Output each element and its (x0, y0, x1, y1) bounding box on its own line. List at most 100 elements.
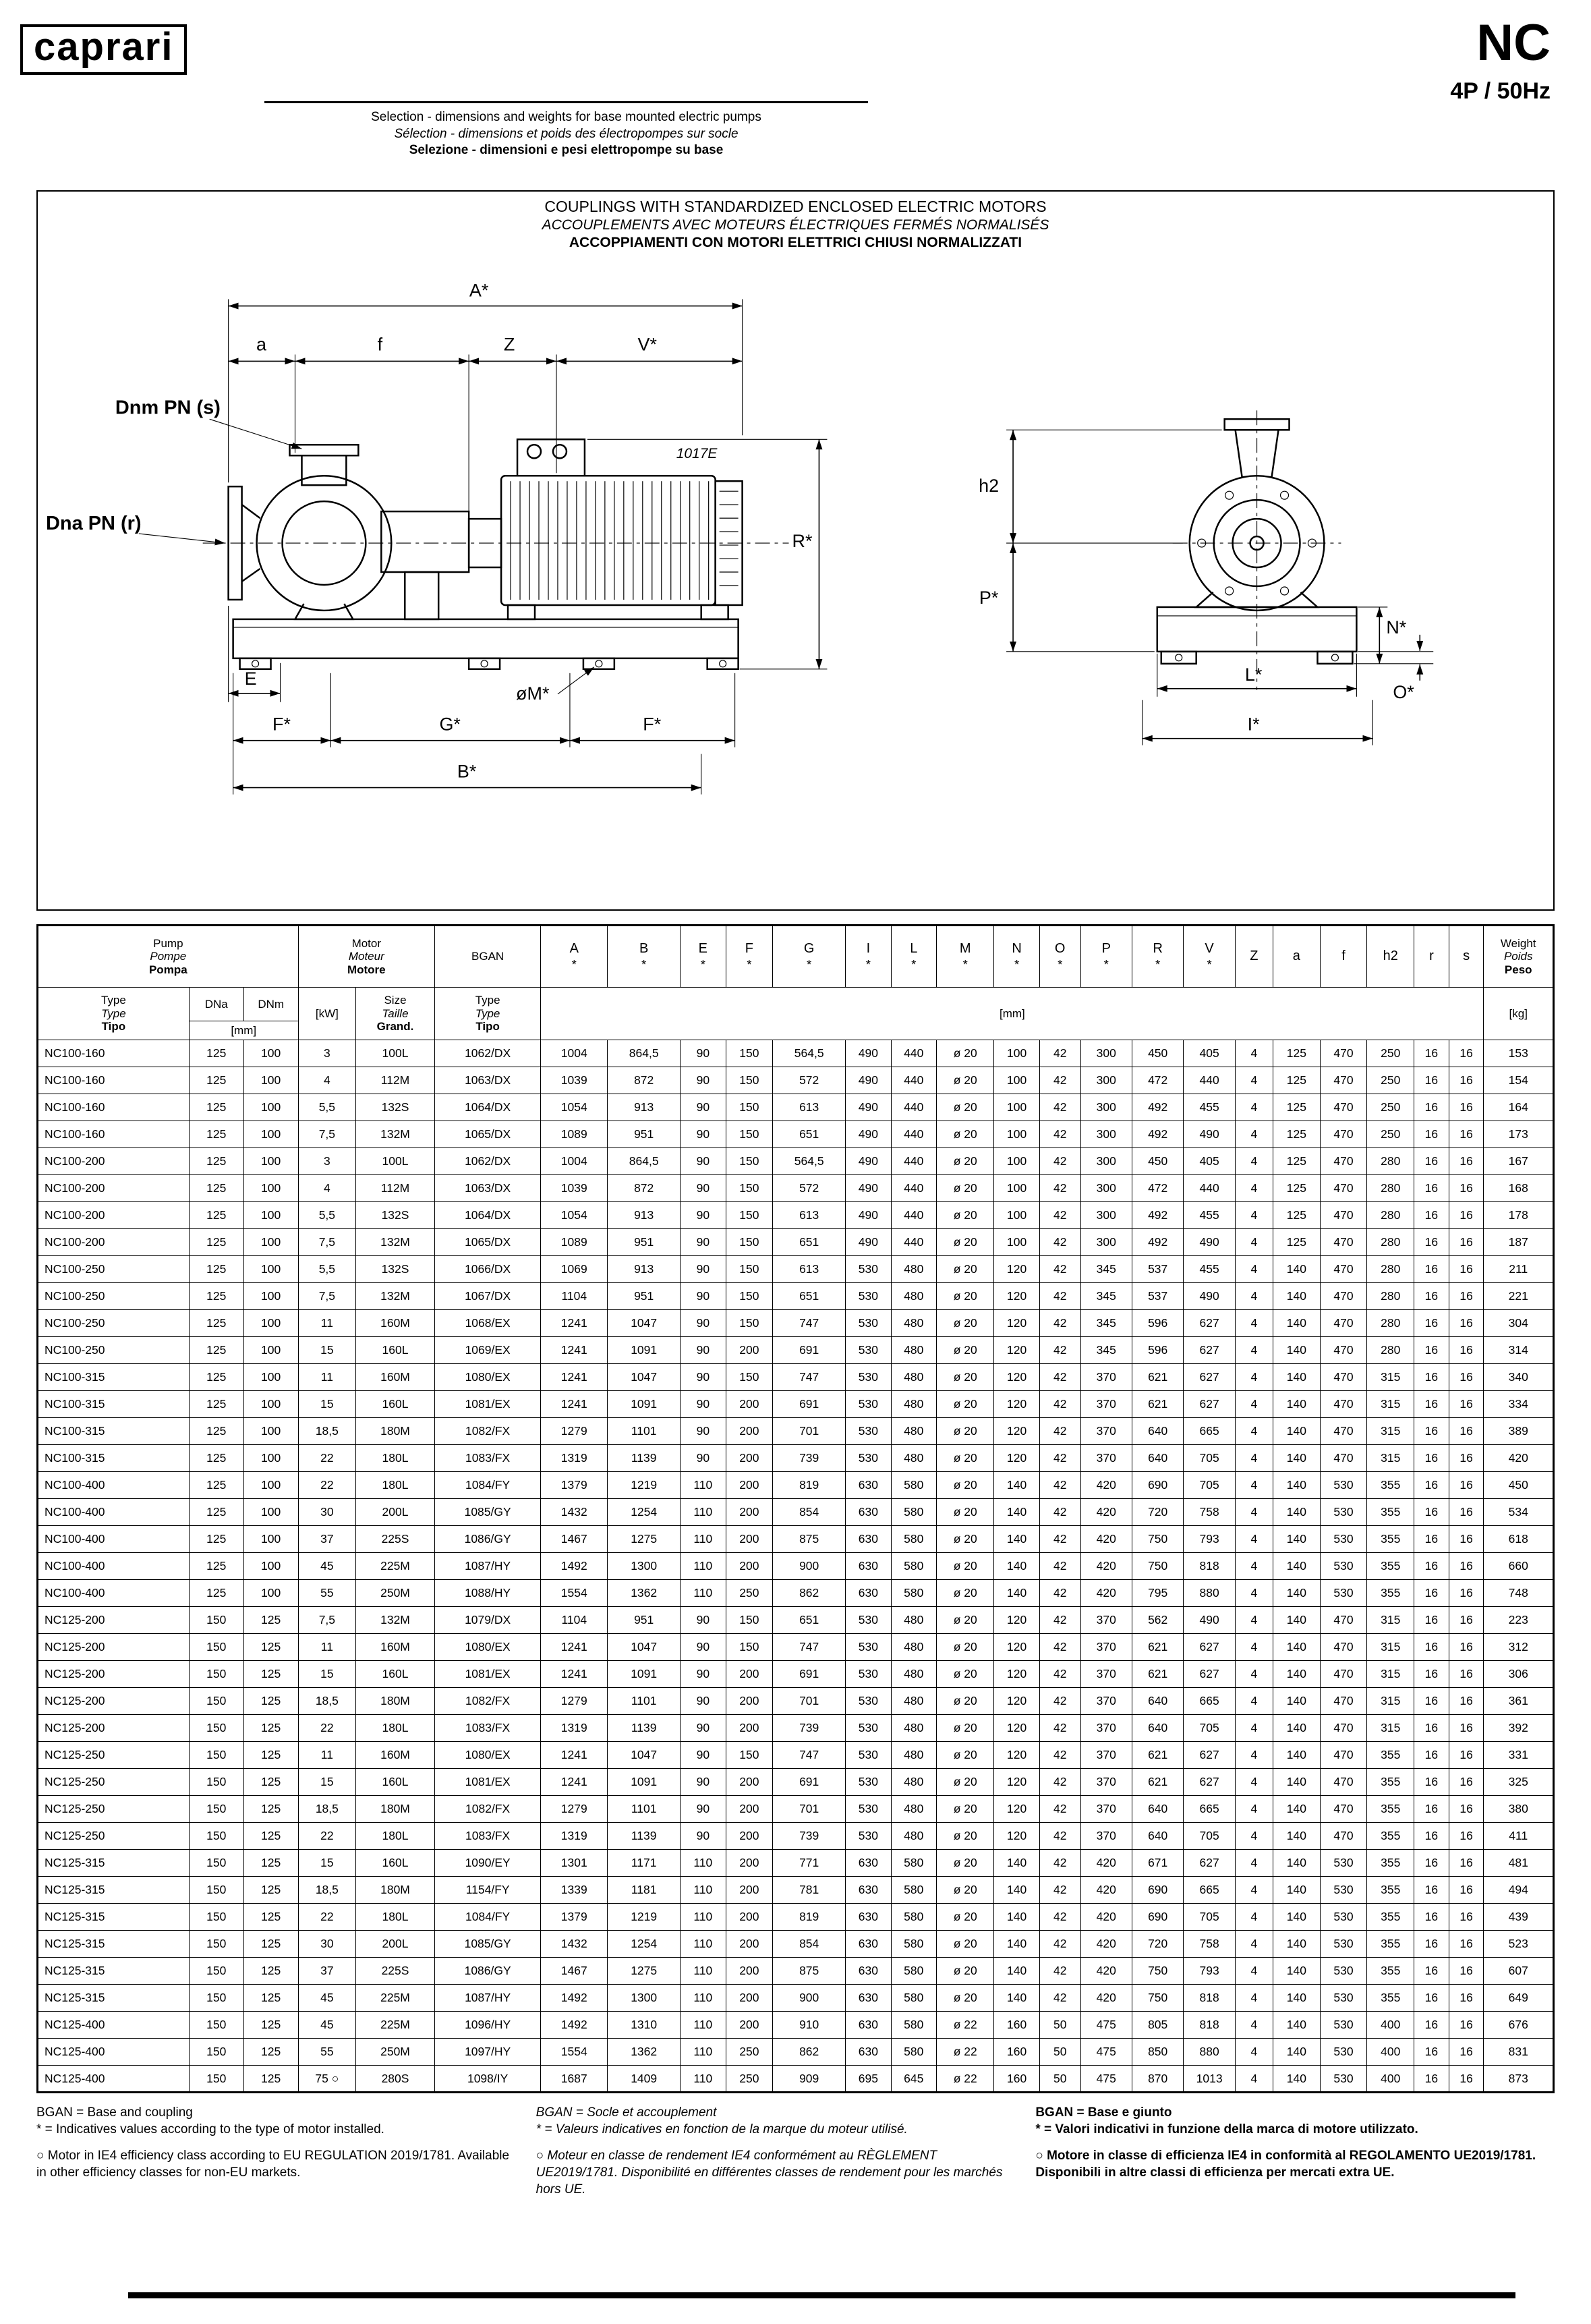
table-cell: ø 20 (935, 1849, 995, 1877)
table-cell: 492 (1131, 1094, 1184, 1121)
table-cell: 150 (188, 1849, 244, 1877)
table-cell: 140 (993, 1849, 1040, 1877)
table-cell: 90 (680, 1687, 726, 1715)
table-cell: 42 (1039, 1255, 1081, 1283)
table-cell: 380 (1483, 1795, 1554, 1823)
table-cell: 480 (890, 1660, 937, 1688)
table-cell: ø 20 (935, 1471, 995, 1499)
table-cell: 1047 (607, 1363, 681, 1391)
table-cell: 580 (890, 1471, 937, 1499)
table-cell: 150 (725, 1121, 774, 1148)
table-cell: 120 (993, 1633, 1040, 1661)
table-cell: 225S (355, 1957, 435, 1985)
table-cell: 4 (1234, 1255, 1274, 1283)
table-cell: 16 (1414, 1552, 1449, 1580)
table-cell: 140 (1273, 1984, 1321, 2012)
table-cell: 16 (1414, 1957, 1449, 1985)
table-cell: 1089 (540, 1228, 608, 1256)
table-cell: 701 (772, 1417, 846, 1445)
table-cell: 90 (680, 1606, 726, 1634)
table-cell: 1241 (540, 1768, 608, 1796)
table-cell: 200 (725, 1957, 774, 1985)
table-cell: 1219 (607, 1903, 681, 1931)
table-cell: 200 (725, 1768, 774, 1796)
table-cell: 140 (1273, 1930, 1321, 1958)
table-cell: 150 (725, 1363, 774, 1391)
table-cell: 150 (725, 1067, 774, 1094)
table-cell: 1687 (540, 2065, 608, 2093)
table-cell: ø 20 (935, 1363, 995, 1391)
table-cell: 1039 (540, 1067, 608, 1094)
table-cell: 627 (1183, 1633, 1236, 1661)
end-view (1156, 418, 1358, 665)
table-cell: 125 (243, 1903, 299, 1931)
pump-type-cell: NC125-400 (37, 2065, 190, 2093)
table-cell: 630 (845, 1957, 892, 1985)
table-cell: 100 (243, 1579, 299, 1607)
table-cell: 1082/FX (434, 1687, 542, 1715)
table-cell: 90 (680, 1741, 726, 1769)
table-cell: 1301 (540, 1849, 608, 1877)
table-cell: 37 (297, 1525, 357, 1553)
table-cell: 125 (243, 1795, 299, 1823)
table-cell: 747 (772, 1741, 846, 1769)
table-cell: 120 (993, 1363, 1040, 1391)
table-cell: 16 (1448, 1660, 1484, 1688)
table-cell: 150 (725, 1147, 774, 1175)
table-cell: 120 (993, 1714, 1040, 1742)
pump-type-cell: NC125-250 (37, 1795, 190, 1823)
table-cell: 470 (1319, 1309, 1368, 1337)
dim-label-a: a (256, 335, 266, 355)
table-cell: 580 (890, 1876, 937, 1904)
footnote-bgan-fr: BGAN = Socle et accouplement (536, 2105, 717, 2120)
table-cell: 5,5 (297, 1201, 357, 1229)
column-header-R: R* (1131, 925, 1184, 988)
table-cell: 1063/DX (434, 1067, 542, 1094)
table-cell: 153 (1483, 1040, 1554, 1067)
table-cell: 150 (188, 1957, 244, 1985)
table-cell: 900 (772, 1984, 846, 2012)
table-cell: 1091 (607, 1390, 681, 1418)
table-cell: 1104 (540, 1606, 608, 1634)
table-cell: 200 (725, 1849, 774, 1877)
table-cell: 440 (890, 1121, 937, 1148)
table-cell: 18,5 (297, 1795, 357, 1823)
drawing-title-it: ACCOPPIAMENTI CON MOTORI ELETTRICI CHIUS… (569, 235, 1022, 250)
table-cell: 225M (355, 2011, 435, 2039)
table-cell: 150 (188, 1714, 244, 1742)
table-cell: ø 20 (935, 1498, 995, 1526)
table-cell: 15 (297, 1849, 357, 1877)
table-cell: 334 (1483, 1390, 1554, 1418)
table-cell: 250M (355, 1579, 435, 1607)
table-cell: 645 (890, 2065, 937, 2093)
pump-type-cell: NC125-400 (37, 2038, 190, 2066)
table-cell: 100 (243, 1471, 299, 1499)
table-cell: 530 (845, 1660, 892, 1688)
table-cell: 1069 (540, 1255, 608, 1283)
table-cell: 132M (355, 1606, 435, 1634)
table-cell: 16 (1414, 1687, 1449, 1715)
table-cell: 180M (355, 1417, 435, 1445)
table-cell: 125 (1273, 1228, 1321, 1256)
th-dn-mm-unit: [mm] (188, 1021, 299, 1040)
table-cell: 42 (1039, 1040, 1081, 1067)
table-cell: 125 (188, 1309, 244, 1337)
table-cell: 100 (243, 1255, 299, 1283)
table-cell: 280 (1366, 1255, 1415, 1283)
table-cell: 250M (355, 2038, 435, 2066)
table-cell: 618 (1483, 1525, 1554, 1553)
table-cell: 1139 (607, 1444, 681, 1472)
table-cell: 250 (725, 2038, 774, 2066)
table-cell: 16 (1448, 2065, 1484, 2093)
table-cell: 480 (890, 1606, 937, 1634)
table-cell: 640 (1131, 1417, 1184, 1445)
table-cell: 1064/DX (434, 1201, 542, 1229)
